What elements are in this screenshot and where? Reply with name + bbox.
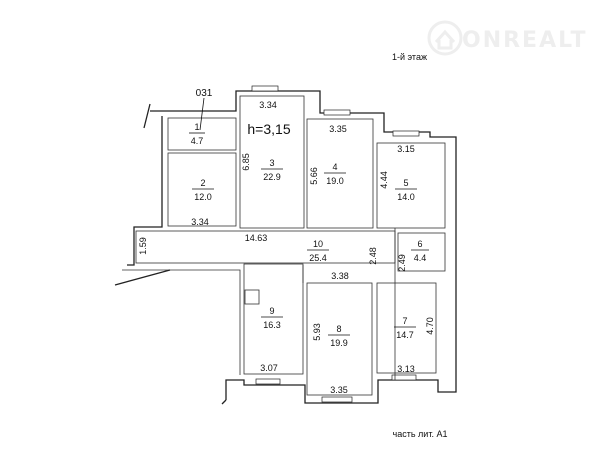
dimension: 4.70 xyxy=(425,317,435,335)
room-6 xyxy=(397,232,446,272)
part-label: часть лит. А1 xyxy=(393,429,448,439)
room-8 xyxy=(306,282,373,396)
dimension: 3.13 xyxy=(397,364,415,374)
rooms xyxy=(135,95,446,396)
room-area: 19.0 xyxy=(326,176,344,186)
room-labels: 1 4.7 2 12.0 3 22.9 4 19.0 5 14.0 6 4.4 … xyxy=(189,122,429,348)
room-number: 10 xyxy=(313,239,323,249)
room-4 xyxy=(306,118,374,229)
window xyxy=(251,85,279,92)
room-1 xyxy=(167,117,237,151)
room-area: 14.7 xyxy=(396,330,414,340)
room-area: 4.4 xyxy=(414,253,427,263)
dimension: 5.66 xyxy=(309,167,319,185)
room-area: 16.3 xyxy=(263,320,281,330)
dimension: 6.85 xyxy=(241,153,251,171)
room-number: 3 xyxy=(269,158,274,168)
dimension: 3.15 xyxy=(397,144,415,154)
dimension: 3.35 xyxy=(329,124,347,134)
room-number: 9 xyxy=(269,306,274,316)
room-9 xyxy=(243,263,304,375)
room-area: 12.0 xyxy=(194,192,212,202)
room-3 xyxy=(239,95,305,229)
dimension: 5.93 xyxy=(312,323,322,341)
dimension: 3.07 xyxy=(260,363,278,373)
dimension: 3.34 xyxy=(259,100,277,110)
dimension: 2.48 xyxy=(368,247,378,265)
window xyxy=(392,130,420,137)
window xyxy=(255,378,281,385)
ceiling-height: h=3,15 xyxy=(247,121,290,137)
room-number: 7 xyxy=(402,316,407,326)
room-7 xyxy=(376,282,437,374)
dimension: 1.59 xyxy=(138,237,148,255)
dimensions: 3.34 6.85 3.35 5.66 3.15 4.44 3.34 14.63… xyxy=(138,100,435,395)
stove xyxy=(244,289,260,305)
room-number: 1 xyxy=(194,122,199,132)
dimension: 3.38 xyxy=(331,271,349,281)
room-area: 19.9 xyxy=(330,338,348,348)
dimension: 3.34 xyxy=(191,217,209,227)
window xyxy=(321,396,353,403)
room-number: 5 xyxy=(403,178,408,188)
room-5 xyxy=(376,142,446,229)
dimension: 3.35 xyxy=(330,385,348,395)
room-area: 4.7 xyxy=(191,136,204,146)
room-area: 25.4 xyxy=(309,253,327,263)
window xyxy=(323,109,351,116)
room-number: 8 xyxy=(336,324,341,334)
room-area: 14.0 xyxy=(397,192,415,202)
watermark-text: ONREALT xyxy=(462,28,588,53)
dimension: 14.63 xyxy=(245,233,268,243)
room-number: 2 xyxy=(200,178,205,188)
watermark-logo: ONREALT xyxy=(427,20,588,56)
window xyxy=(391,374,417,381)
floor-label: 1-й этаж xyxy=(392,52,427,62)
room-area: 22.9 xyxy=(263,172,281,182)
room-number: 4 xyxy=(332,162,337,172)
dimension: 4.44 xyxy=(379,171,389,189)
entrance-label: 031 xyxy=(196,88,213,99)
dimension: 2.49 xyxy=(397,254,407,272)
room-number: 6 xyxy=(417,239,422,249)
outer-walls xyxy=(114,90,457,405)
room-2 xyxy=(167,152,237,227)
